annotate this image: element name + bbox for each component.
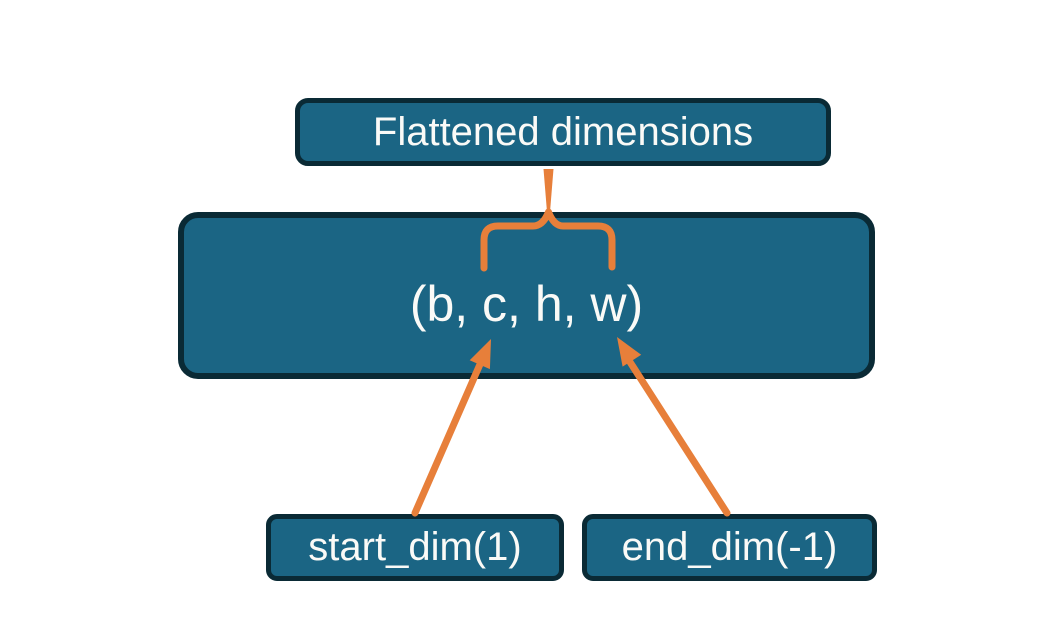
end-dim-label: end_dim(-1) (621, 525, 838, 569)
end-dim-arrow-line (626, 358, 731, 517)
start-dim-box: start_dim(1) (266, 514, 564, 581)
tensor-shape-box: (b, c, h, w) (178, 212, 875, 379)
start-dim-arrow-line (411, 358, 485, 517)
start-dim-label: start_dim(1) (308, 525, 522, 569)
brace-tail-connector (543, 169, 554, 212)
tensor-shape-label: (b, c, h, w) (409, 276, 644, 332)
flattened-dimensions-label: Flattened dimensions (372, 109, 754, 154)
flattened-dimensions-box: Flattened dimensions (295, 98, 831, 166)
end-dim-box: end_dim(-1) (582, 514, 877, 581)
